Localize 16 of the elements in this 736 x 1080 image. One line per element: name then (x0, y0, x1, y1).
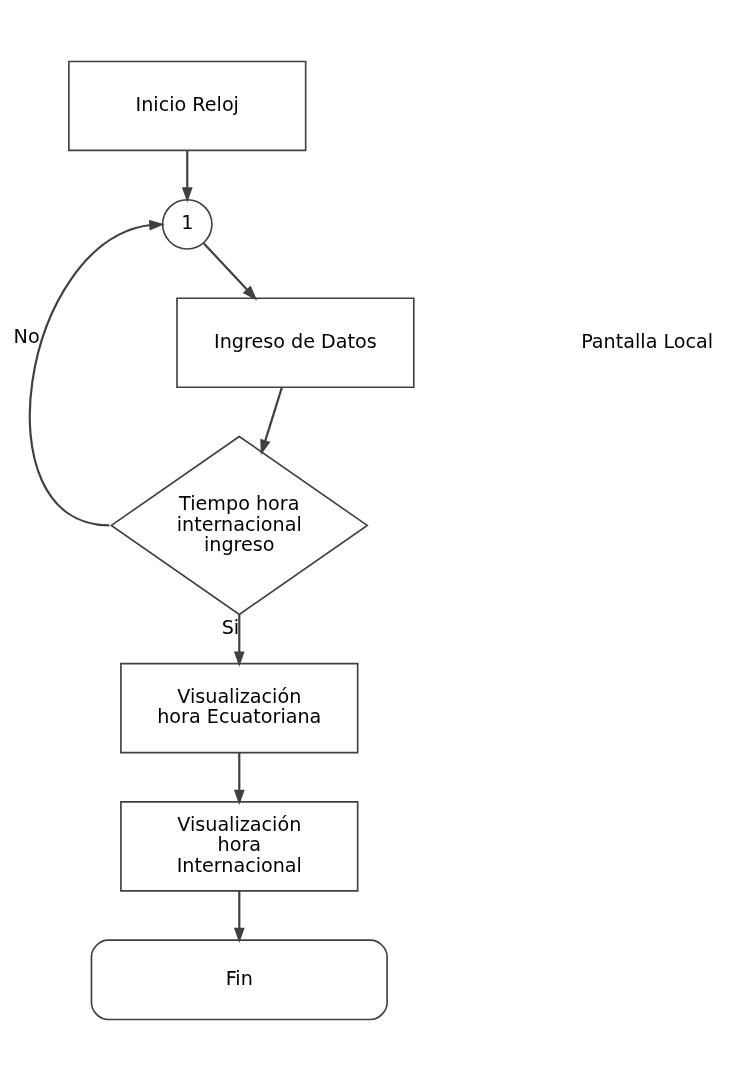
arrow (181, 150, 193, 203)
edge-label: No (13, 324, 40, 348)
node-box: Ingreso de Datos (176, 296, 415, 388)
arrow (233, 890, 245, 943)
node-box: Visualización hora Internacional (120, 800, 359, 892)
node-box: Fin (90, 938, 388, 1020)
edge-label: Si (221, 615, 240, 639)
node-box: Inicio Reloj (68, 60, 307, 151)
arrow (28, 219, 165, 526)
label: Pantalla Local (581, 329, 714, 353)
arrow (233, 752, 245, 805)
arrow (233, 614, 245, 667)
node-circle: 1 (161, 198, 213, 250)
arrow (202, 242, 258, 300)
node-box: Visualización hora Ecuatoriana (120, 662, 359, 753)
arrow (260, 386, 283, 455)
